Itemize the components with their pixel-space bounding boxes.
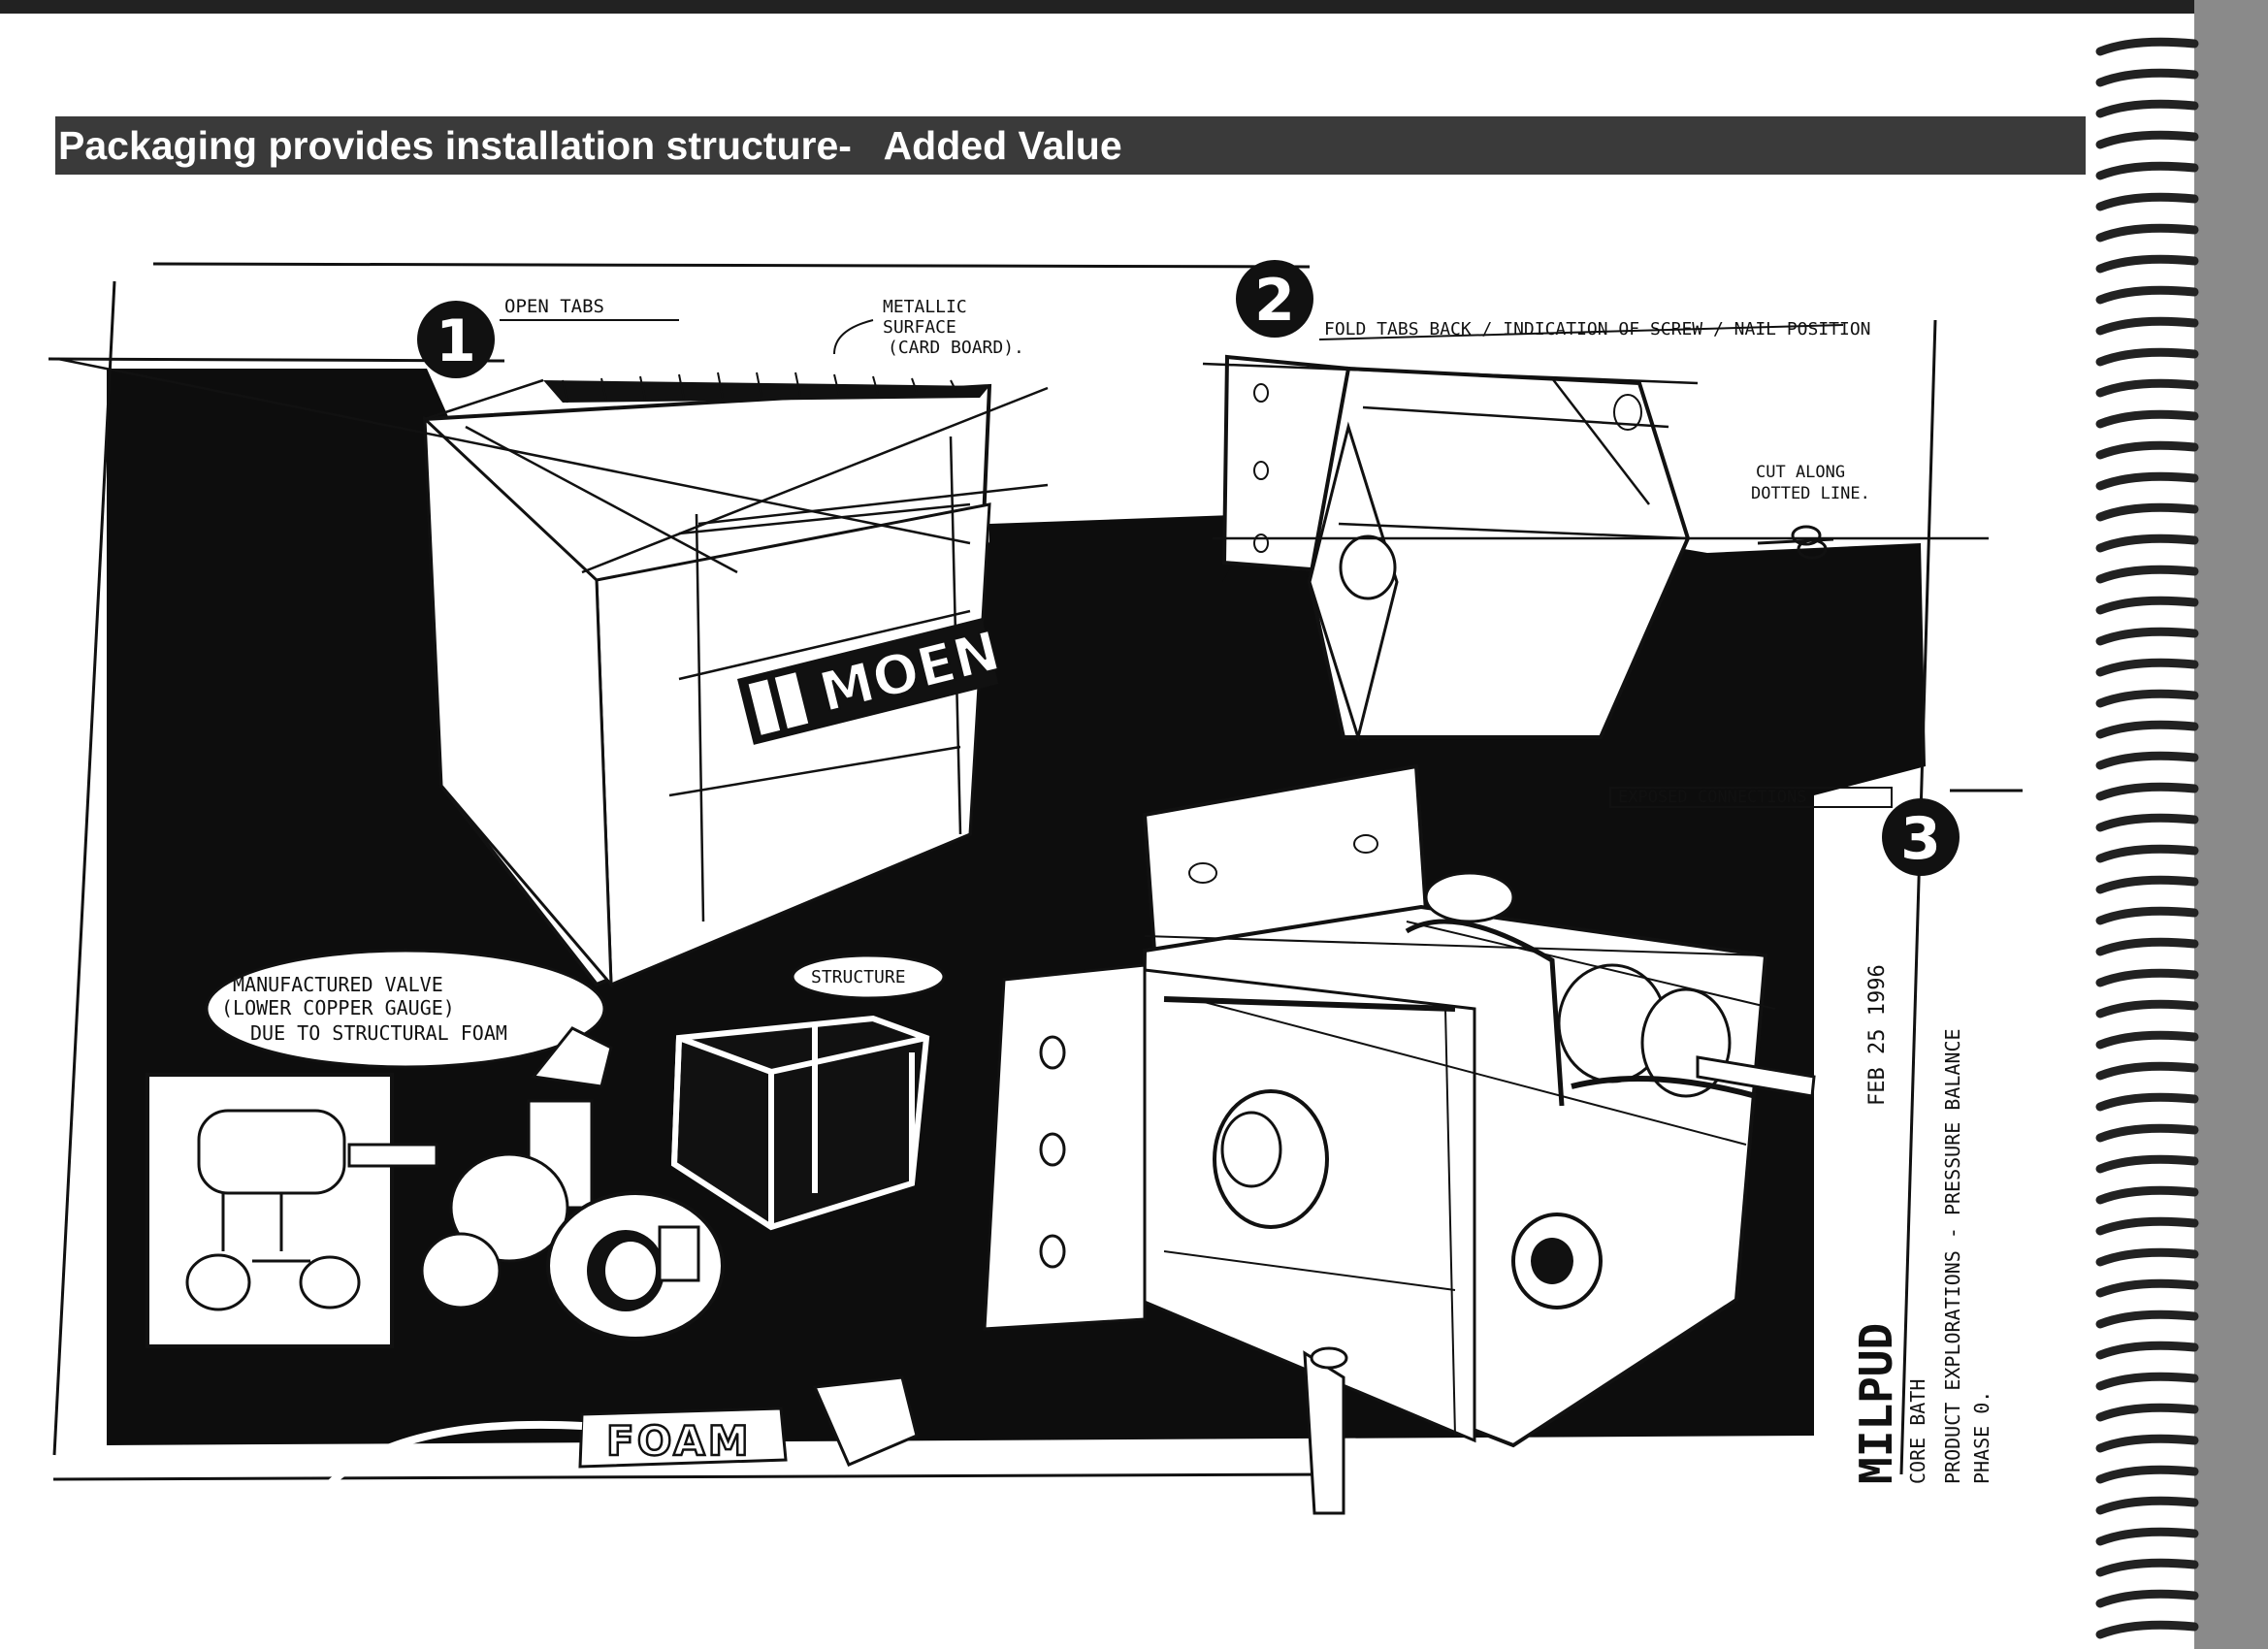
step-1-label: OPEN TABS [504,296,604,317]
step-3-label: EXPOSED CONNECTIONS [1618,788,1806,807]
valve-sketch [146,1073,438,1348]
step-2-marker: 2 [1236,260,1313,338]
spiral-ring [2095,1092,2199,1112]
spiral-ring [2095,1278,2199,1298]
spiral-ring [2095,1589,2199,1608]
spiral-ring [2095,161,2199,180]
svg-text:PHASE 0.: PHASE 0. [1970,1391,1993,1484]
foam-label: FOAM [316,1375,919,1497]
spiral-ring [2095,1465,2199,1484]
spiral-ring [2095,37,2199,56]
spiral-ring [2095,937,2199,956]
spiral-ring [2095,627,2199,646]
svg-text:DUE TO STRUCTURAL FOAM: DUE TO STRUCTURAL FOAM [250,1021,507,1045]
spiral-ring [2095,999,2199,1018]
spiral-ring [2095,409,2199,429]
spiral-ring [2095,1341,2199,1360]
spiral-ring [2095,751,2199,770]
spiral-ring [2095,440,2199,460]
spiral-ring [2095,1061,2199,1081]
svg-text:3: 3 [1900,805,1941,873]
spiral-ring [2095,720,2199,739]
spiral-ring [2095,1123,2199,1143]
svg-text:MANUFACTURED VALVE: MANUFACTURED VALVE [233,973,443,996]
spiral-ring [2095,192,2199,211]
spiral-ring [2095,875,2199,894]
svg-text:1: 1 [436,307,476,375]
structure-note: STRUCTURE [791,954,946,1000]
page-title: Packaging provides installation structur… [58,123,1122,168]
svg-text:SURFACE: SURFACE [883,317,956,338]
box-2-sketch [1202,354,1989,743]
spiral-ring [2095,906,2199,925]
spiral-ring [2095,1154,2199,1174]
manufactured-valve-note: MANUFACTURED VALVE (LOWER COPPER GAUGE) … [205,949,606,1069]
spiral-ring [2095,813,2199,832]
spiral-ring [2095,502,2199,522]
spiral-ring [2095,1185,2199,1205]
spiral-ring [2095,254,2199,274]
spiral-ring [2095,1372,2199,1391]
svg-text:2: 2 [1254,267,1295,335]
spiral-ring [2095,658,2199,677]
spiral-ring [2095,1496,2199,1515]
spiral-binding-icon [2095,37,2199,1639]
spiral-ring [2095,316,2199,336]
box-3-sketch [983,763,1816,1515]
svg-text:CUT ALONG: CUT ALONG [1756,463,1845,482]
header-bar [55,116,2086,175]
step-2-label: FOLD TABS BACK / INDICATION OF SCREW / N… [1324,319,1871,340]
svg-text:(LOWER COPPER GAUGE): (LOWER COPPER GAUGE) [221,996,455,1019]
spiral-ring [2095,968,2199,987]
spiral-ring [2095,285,2199,305]
spiral-ring [2095,1558,2199,1577]
spiral-ring [2095,782,2199,801]
structure-cube-sketch [670,1015,930,1231]
svg-text:METALLIC: METALLIC [883,297,967,317]
scissors-icon [1757,525,1834,560]
spiral-ring [2095,565,2199,584]
spiral-ring [2095,1620,2199,1639]
spiral-ring [2095,1310,2199,1329]
svg-text:FOAM: FOAM [606,1417,752,1465]
spiral-ring [2095,378,2199,398]
signature-block: MILPUD FEB 25 1996 CORE BATH PRODUCT EXP… [1850,964,1993,1484]
step-1-marker: 1 [417,301,495,378]
spiral-ring [2095,99,2199,118]
svg-text:DOTTED LINE.: DOTTED LINE. [1751,484,1870,503]
spiral-ring [2095,1216,2199,1236]
svg-text:PRODUCT EXPLORATIONS - PRESSUR: PRODUCT EXPLORATIONS - PRESSURE BALANCE [1941,1028,1964,1484]
box-1-sketch: MOEN [57,357,1049,989]
spiral-ring [2095,223,2199,242]
spiral-ring [2095,68,2199,87]
spiral-ring [2095,1247,2199,1267]
spiral-ring [2095,130,2199,149]
svg-text:STRUCTURE: STRUCTURE [811,967,906,987]
signature-date: FEB 25 1996 [1865,964,1890,1106]
spiral-ring [2095,347,2199,367]
spiral-ring [2095,596,2199,615]
step-3-marker: 3 [1882,798,1960,876]
signature-name: MILPUD [1850,1323,1902,1484]
svg-text:(CARD BOARD).: (CARD BOARD). [888,338,1024,358]
spiral-ring [2095,534,2199,553]
svg-text:CORE BATH: CORE BATH [1906,1379,1929,1484]
spiral-ring [2095,689,2199,708]
spiral-ring [2095,1434,2199,1453]
valve-body-sketch [420,1026,725,1341]
spiral-ring [2095,844,2199,863]
spiral-ring [2095,1527,2199,1546]
spiral-ring [2095,1030,2199,1050]
spiral-ring [2095,1403,2199,1422]
spiral-ring [2095,471,2199,491]
